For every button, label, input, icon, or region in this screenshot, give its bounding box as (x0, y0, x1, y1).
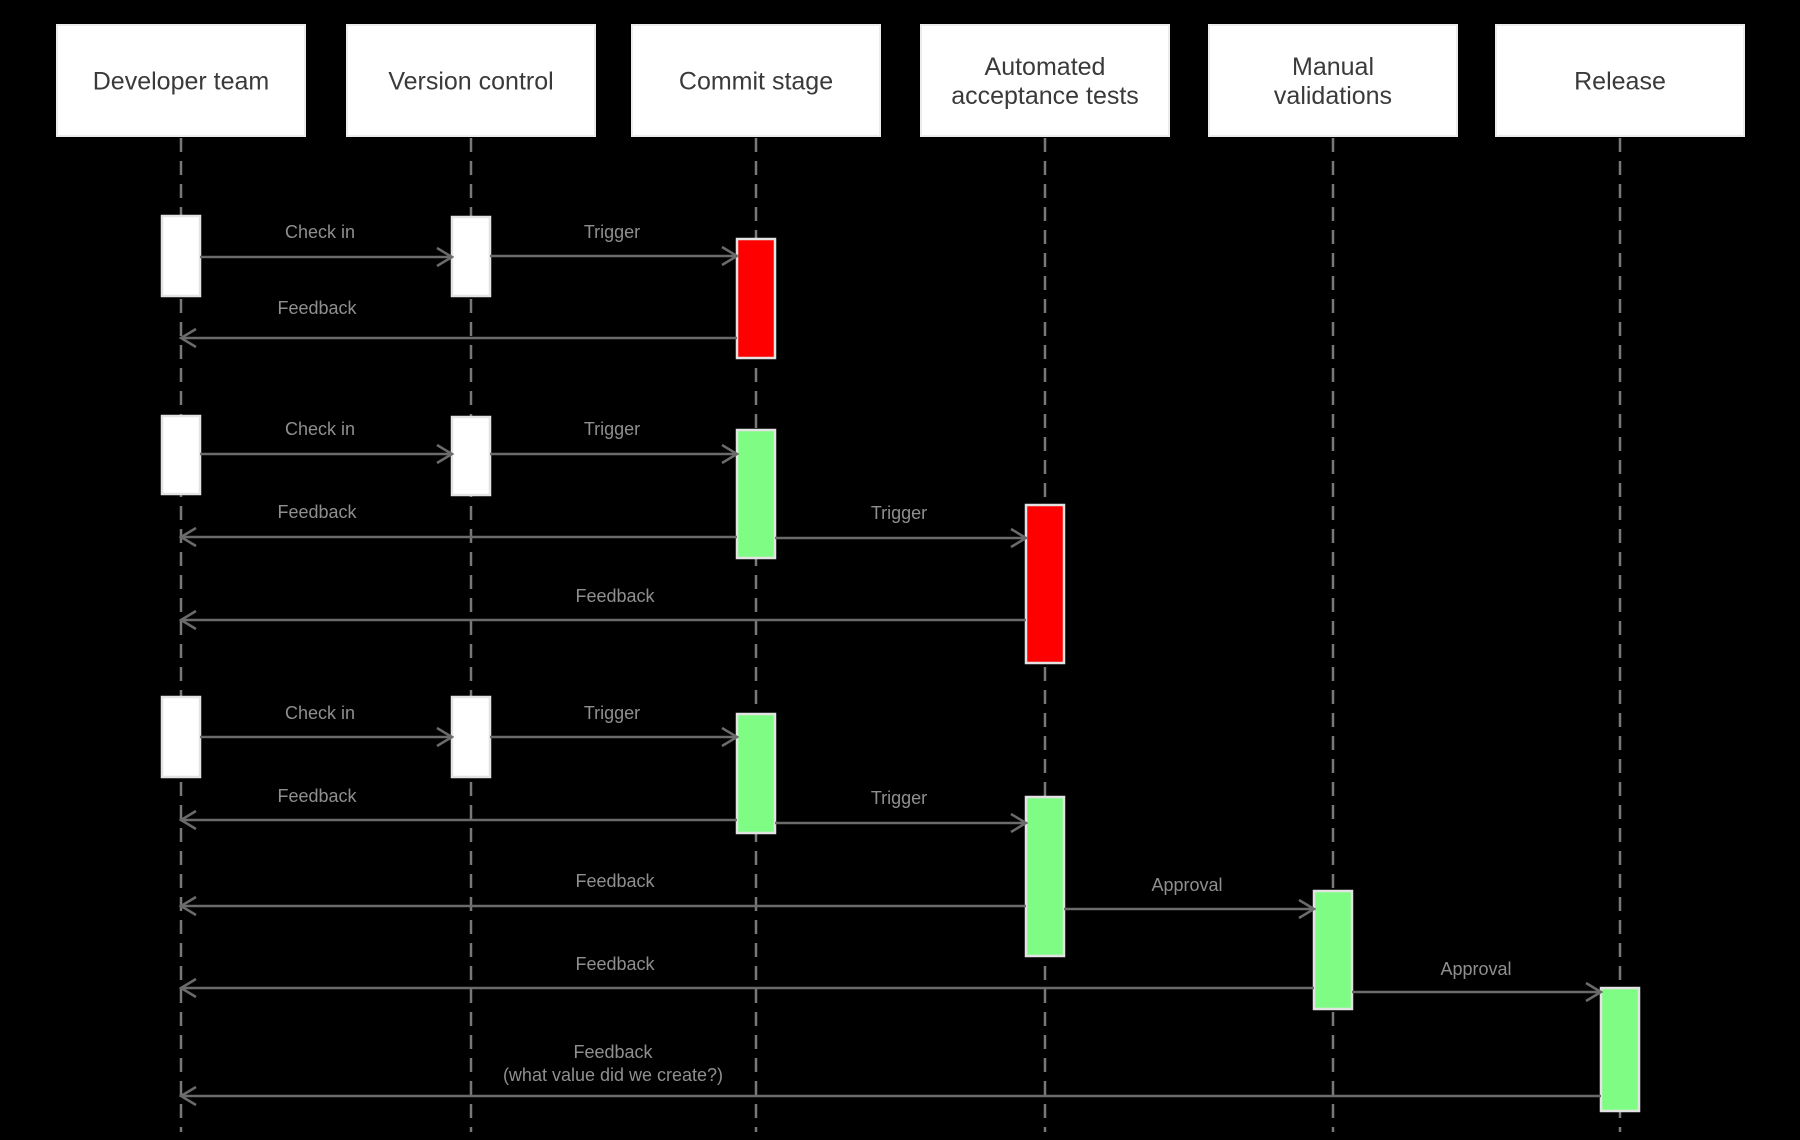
message-label: Feedback (277, 298, 357, 318)
actor-release: Release (1495, 24, 1745, 137)
actor-box (56, 24, 306, 137)
arrowhead-icon (436, 726, 455, 748)
message-trigger-2: Trigger (490, 419, 740, 465)
actor-label: Commit stage (679, 68, 833, 96)
activation-green-manual-validations-11 (1312, 889, 1354, 1011)
activation-red-automated-acceptance-tests-6 (1024, 503, 1066, 665)
actor-label: Version control (388, 68, 553, 96)
actor-commit-stage: Commit stage (631, 24, 881, 137)
message-label: Trigger (871, 788, 927, 808)
activation-white-version-control-1 (450, 215, 492, 298)
message-label: Trigger (584, 703, 640, 723)
actor-box (1208, 24, 1458, 137)
arrowhead-icon (436, 246, 455, 268)
message-feedback-4: Feedback (178, 786, 737, 831)
actor-label: Release (1574, 68, 1666, 96)
message-check-in-3: Check in (200, 703, 455, 748)
message-trigger-1: Trigger (490, 222, 740, 267)
message-label: Feedback (277, 502, 357, 522)
arrowhead-icon (1010, 812, 1029, 834)
message-check-in-2: Check in (200, 419, 455, 465)
message-feedback-1: Feedback (178, 298, 737, 349)
activation-white-version-control-8 (450, 695, 492, 779)
actor-box (631, 24, 881, 137)
activation-red-commit-stage-2 (735, 237, 777, 360)
message-feedback-3: Feedback (178, 586, 1026, 631)
message-label: Feedback (575, 954, 655, 974)
message-label: Check in (285, 703, 355, 723)
message-label: Trigger (584, 419, 640, 439)
actor-version-control: Version control (346, 24, 596, 137)
arrowhead-icon (178, 977, 197, 999)
message-label: Feedback (575, 871, 655, 891)
actor-box (1495, 24, 1745, 137)
message-trigger-3: Trigger (775, 503, 1029, 549)
actor-box (920, 24, 1170, 137)
message-check-in-1: Check in (200, 222, 455, 268)
message-label: Approval (1440, 959, 1511, 979)
arrowhead-icon (1010, 527, 1029, 549)
message-trigger-4: Trigger (490, 703, 740, 748)
message-label: Check in (285, 222, 355, 242)
arrowhead-icon (1298, 898, 1317, 920)
arrowhead-icon (178, 526, 197, 548)
message-feedback-7: Feedback(what value did we create?) (178, 1042, 1601, 1107)
message-label: Trigger (871, 503, 927, 523)
message-feedback-6: Feedback (178, 954, 1314, 999)
message-approval-2: Approval (1352, 959, 1604, 1003)
activation-green-automated-acceptance-tests-10 (1024, 795, 1066, 958)
message-label: Feedback(what value did we create?) (503, 1042, 723, 1085)
actor-box (346, 24, 596, 137)
arrowhead-icon (721, 726, 740, 748)
message-feedback-2: Feedback (178, 502, 737, 548)
message-feedback-5: Feedback (178, 871, 1026, 917)
arrowhead-icon (178, 327, 197, 349)
actor-developer-team: Developer team (56, 24, 306, 137)
arrowhead-icon (721, 443, 740, 465)
arrowhead-icon (1585, 981, 1604, 1003)
activation-white-developer-team-3 (160, 414, 202, 496)
arrowhead-icon (178, 809, 197, 831)
activation-green-release-12 (1599, 986, 1641, 1113)
message-label: Approval (1151, 875, 1222, 895)
actor-label: Developer team (93, 68, 269, 96)
message-label: Check in (285, 419, 355, 439)
message-label: Feedback (575, 586, 655, 606)
activation-white-version-control-4 (450, 415, 492, 497)
arrowhead-icon (721, 245, 740, 267)
arrowhead-icon (178, 895, 197, 917)
message-label: Feedback (277, 786, 357, 806)
activation-green-commit-stage-9 (735, 712, 777, 835)
arrowhead-icon (178, 1085, 197, 1107)
arrowhead-icon (436, 443, 455, 465)
activation-white-developer-team-0 (160, 214, 202, 298)
activation-green-commit-stage-5 (735, 428, 777, 560)
message-label: Trigger (584, 222, 640, 242)
activation-white-developer-team-7 (160, 695, 202, 779)
message-trigger-5: Trigger (775, 788, 1029, 834)
arrowhead-icon (178, 609, 197, 631)
message-approval-1: Approval (1064, 875, 1317, 920)
